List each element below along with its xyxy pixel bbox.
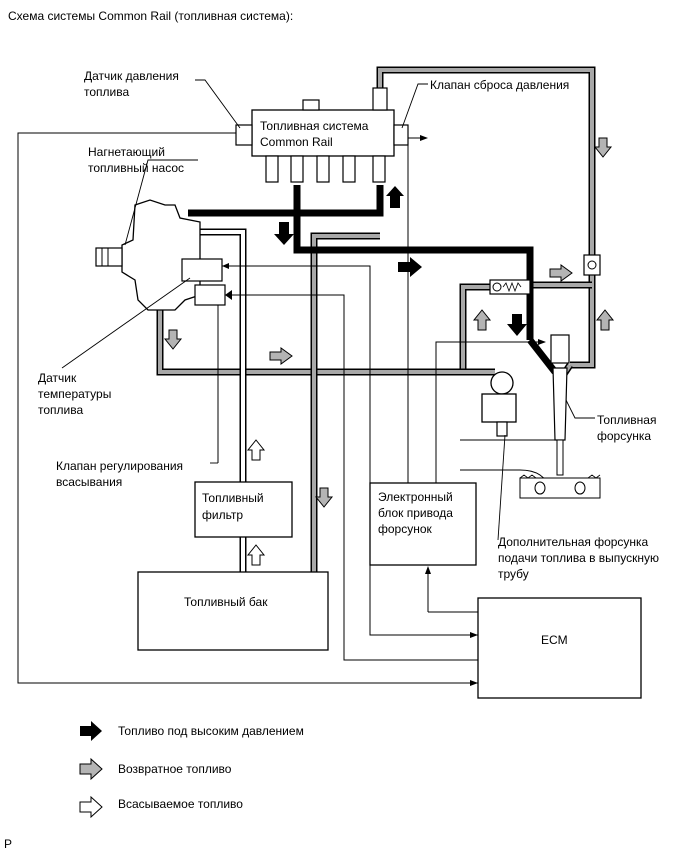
common-rail-label-2: Common Rail bbox=[260, 135, 333, 149]
high-pressure-lines bbox=[188, 185, 534, 340]
fuel-temp-sensor-label-2: температуры bbox=[38, 387, 111, 401]
return-fuel-lines bbox=[156, 66, 596, 580]
legend-suction-icon bbox=[79, 795, 103, 819]
legend-return-label: Возвратное топливо bbox=[118, 762, 232, 776]
suction-control-valve-body bbox=[194, 284, 226, 306]
legend-suction-label: Всасываемое топливо bbox=[118, 797, 243, 811]
injector-driver-label-3: форсунок bbox=[378, 522, 433, 536]
legend-high-pressure-label: Топливо под высоким давлением bbox=[118, 724, 304, 738]
check-valve-injector-line bbox=[489, 279, 531, 295]
supply-pump-label-1: Нагнетающий bbox=[88, 145, 165, 159]
high-pressure-flow-arrows bbox=[274, 186, 527, 336]
fuel-injector bbox=[519, 334, 601, 499]
exhaust-injector-label-1: Дополнительная форсунка bbox=[498, 535, 649, 549]
injector-driver-label-1: Электронный bbox=[378, 490, 453, 504]
fuel-pressure-sensor-body bbox=[235, 124, 253, 146]
common-rail: Топливная система Common Rail bbox=[235, 87, 409, 183]
check-valve-right bbox=[583, 254, 601, 276]
return-flow-arrows bbox=[163, 137, 615, 508]
exhaust-injector bbox=[460, 371, 555, 491]
fuel-injector-label-2: форсунка bbox=[597, 429, 651, 443]
fuel-tank-label: Топливный бак bbox=[184, 595, 268, 609]
fuel-filter-label-2: фильтр bbox=[202, 508, 243, 522]
common-rail-label-1: Топливная система bbox=[260, 119, 369, 133]
ecm-box bbox=[477, 597, 642, 699]
leader-lines bbox=[61, 79, 595, 541]
supply-pump-label-2: топливный насос bbox=[88, 161, 184, 175]
fuel-pressure-sensor-label-1: Датчик давления bbox=[84, 69, 179, 83]
fuel-pressure-sensor-label-2: топлива bbox=[84, 85, 129, 99]
exhaust-injector-label-2: подачи топлива в выпускную bbox=[498, 551, 659, 565]
fuel-filter bbox=[194, 481, 293, 538]
suction-control-valve-label-1: Клапан регулирования bbox=[56, 459, 183, 473]
fuel-filter-label-1: Топливный bbox=[202, 491, 264, 505]
legend: Топливо под высоким давлением Возвратное… bbox=[79, 721, 304, 819]
footer-code: P bbox=[4, 837, 12, 851]
fuel-tank bbox=[137, 571, 329, 651]
ecm-label: ECM bbox=[541, 633, 568, 647]
legend-high-pressure-icon bbox=[80, 721, 102, 741]
exhaust-injector-label-3: трубу bbox=[498, 567, 529, 581]
suction-control-valve-label-2: всасывания bbox=[56, 475, 122, 489]
fuel-injector-label-1: Топливная bbox=[597, 413, 656, 427]
supply-pump bbox=[95, 199, 226, 311]
injector-driver bbox=[369, 482, 477, 566]
pressure-relief-valve-body bbox=[393, 124, 409, 146]
injector-driver-label-2: блок привода bbox=[378, 506, 453, 520]
fuel-temp-sensor-label-3: топлива bbox=[38, 403, 83, 417]
signal-wires bbox=[17, 132, 545, 684]
legend-return-icon bbox=[79, 757, 103, 781]
suction-flow-arrows bbox=[246, 439, 266, 566]
diagram-title: Схема системы Common Rail (топливная сис… bbox=[8, 9, 293, 23]
fuel-temperature-sensor-body bbox=[181, 258, 223, 282]
pressure-relief-valve-label: Клапан сброса давления bbox=[430, 78, 569, 92]
suction-fuel-line bbox=[200, 228, 247, 580]
fuel-temp-sensor-label-1: Датчик bbox=[38, 371, 77, 385]
